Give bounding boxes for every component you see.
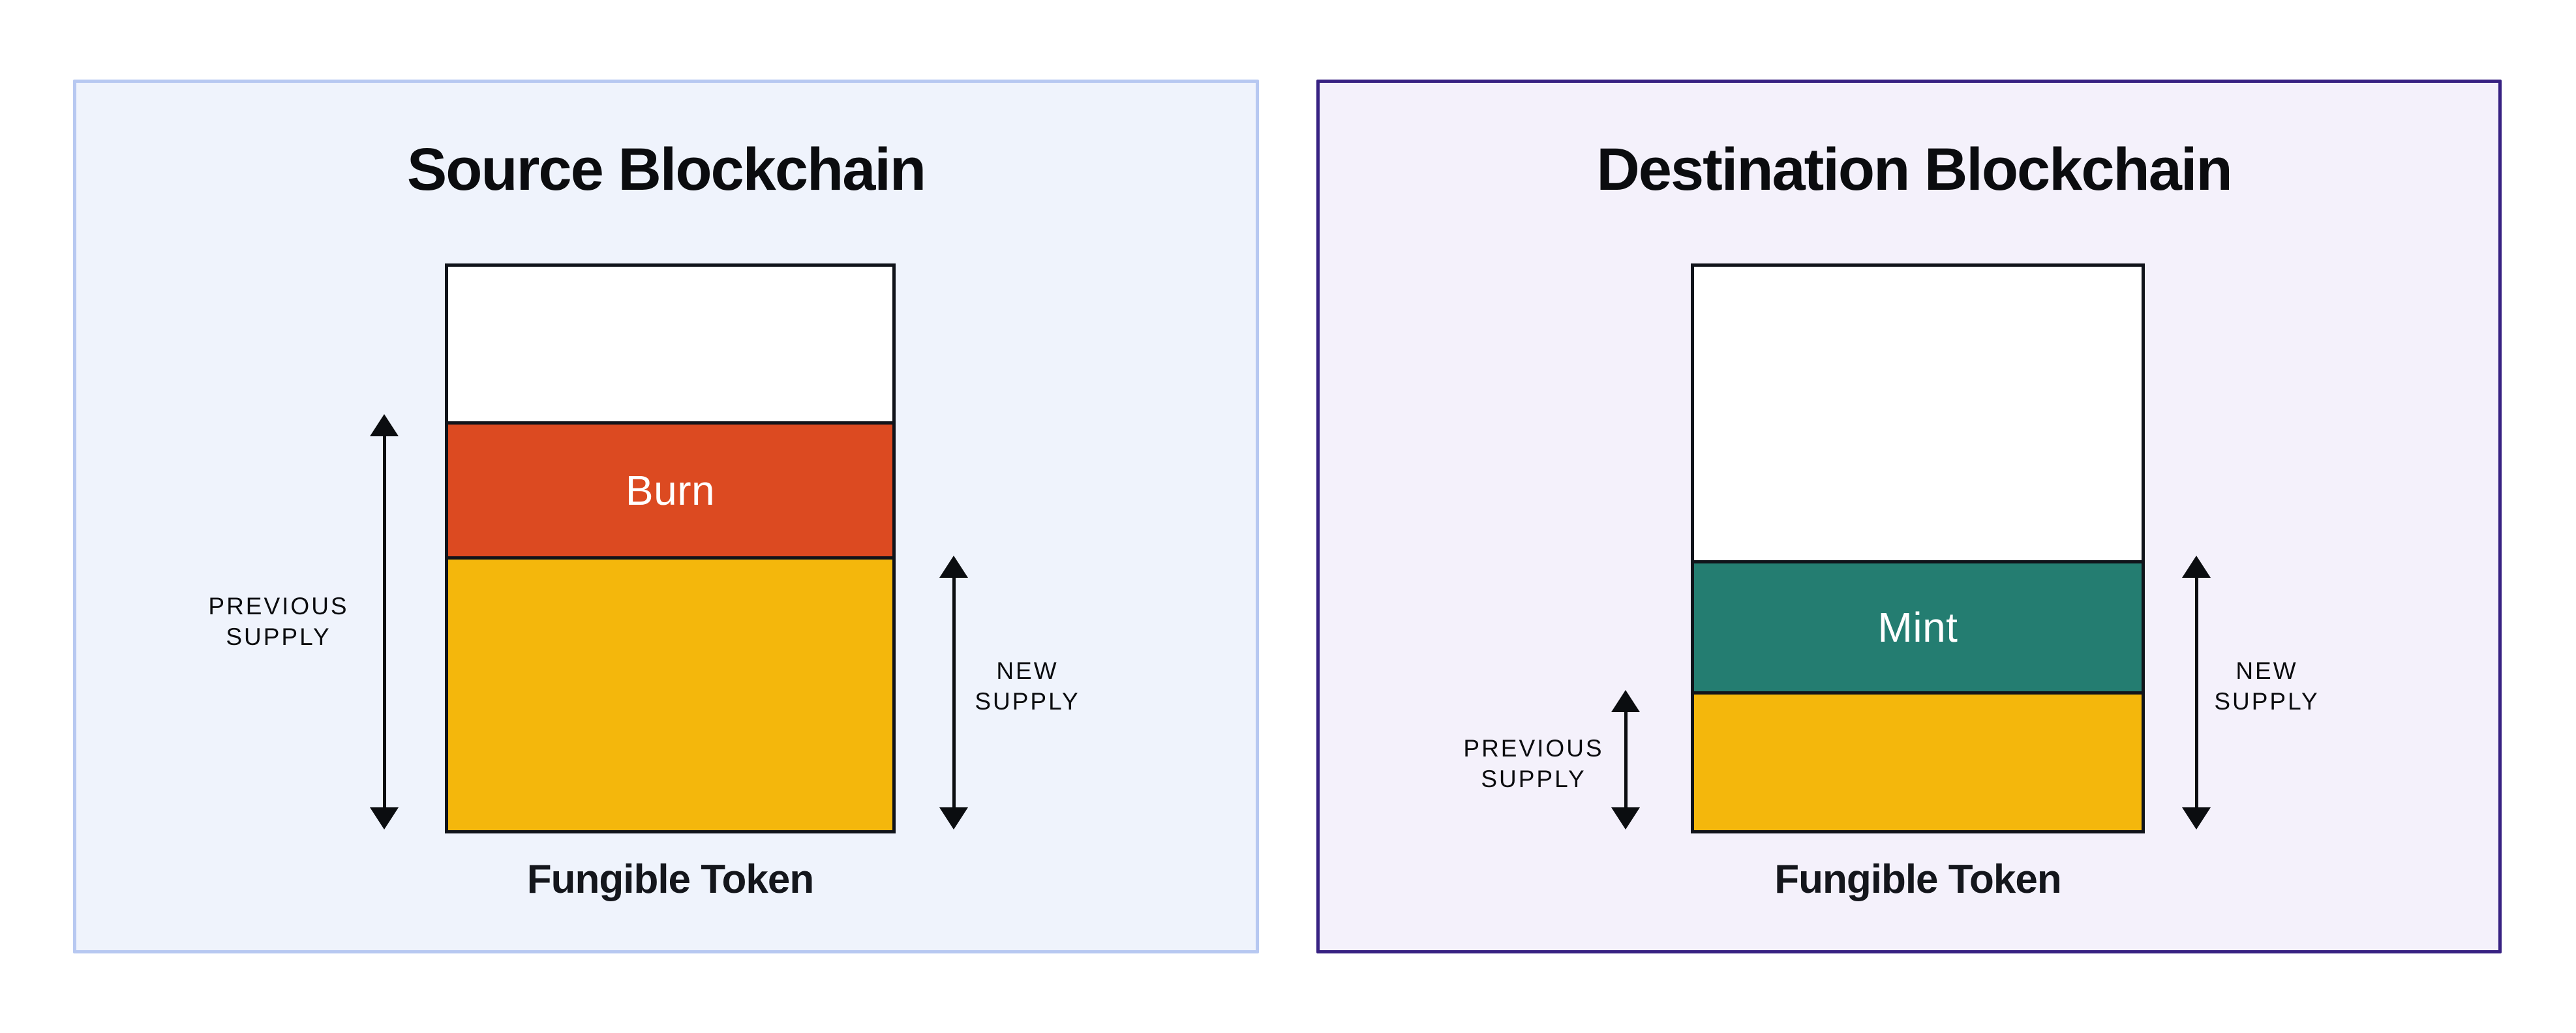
arrow-down-icon [370, 807, 399, 830]
destination-new-supply-arrow [2182, 556, 2211, 830]
arrow-down-icon [939, 807, 968, 830]
source-token-box: Burn [445, 263, 896, 833]
source-previous-supply-arrow [370, 414, 399, 830]
label-line: SUPPLY [226, 623, 331, 650]
label-line: PREVIOUS [1463, 735, 1604, 762]
label-line: NEW [2235, 657, 2298, 684]
destination-base-supply-segment [1694, 691, 2142, 830]
label-line: PREVIOUS [208, 593, 349, 620]
source-previous-supply-label: PREVIOUS SUPPLY [148, 591, 409, 652]
label-line: SUPPLY [975, 688, 1080, 715]
destination-token-box: Mint [1691, 263, 2145, 833]
destination-fungible-token-label: Fungible Token [1774, 857, 2062, 902]
source-new-supply-label: NEW SUPPLY [897, 655, 1158, 717]
arrow-up-icon [2182, 556, 2211, 578]
source-burn-segment: Burn [448, 421, 892, 556]
destination-previous-supply-label: PREVIOUS SUPPLY [1403, 733, 1664, 794]
source-base-supply-segment [448, 556, 892, 830]
source-new-supply-arrow [939, 556, 968, 830]
destination-panel-title: Destination Blockchain [1596, 136, 2232, 203]
arrow-up-icon [939, 556, 968, 578]
destination-mint-segment: Mint [1694, 560, 2142, 691]
arrow-shaft [382, 436, 386, 807]
source-panel-title: Source Blockchain [406, 136, 926, 203]
arrow-up-icon [1611, 690, 1640, 712]
destination-new-supply-label: NEW SUPPLY [2136, 655, 2397, 717]
source-empty-segment [448, 267, 892, 421]
arrow-down-icon [2182, 807, 2211, 830]
label-line: SUPPLY [2214, 688, 2320, 715]
label-line: SUPPLY [1481, 766, 1586, 792]
destination-previous-supply-arrow [1611, 690, 1640, 830]
arrow-shaft [2194, 578, 2198, 807]
arrow-down-icon [1611, 807, 1640, 830]
arrow-up-icon [370, 414, 399, 436]
arrow-shaft [952, 578, 956, 807]
source-fungible-token-label: Fungible Token [526, 857, 815, 902]
burn-segment-label: Burn [625, 467, 716, 514]
destination-empty-segment [1694, 267, 2142, 560]
arrow-shaft [1624, 712, 1628, 807]
mint-segment-label: Mint [1877, 604, 1958, 651]
label-line: NEW [996, 657, 1059, 684]
